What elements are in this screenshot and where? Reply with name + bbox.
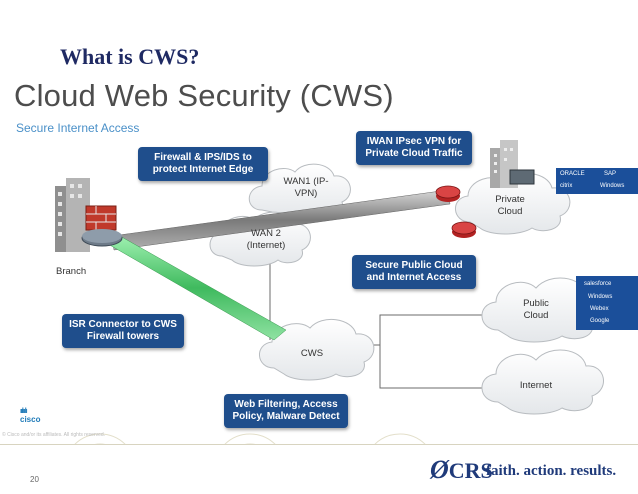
cisco-logo: ıılıılı cisco (20, 408, 40, 424)
partner-webex: Webex (590, 306, 609, 312)
cisco-logo-text: cisco (20, 415, 41, 424)
cws-cloud-shape (259, 318, 375, 381)
page-number: 20 (30, 475, 39, 484)
private-cloud-shape (455, 172, 571, 235)
partner-windows-public: Windows (588, 294, 613, 300)
internet-label: Internet (519, 380, 553, 391)
footer-band (0, 444, 638, 494)
router-icon (435, 185, 461, 202)
isr-connector-callout: ISR Connector to CWS Firewall towers (62, 314, 184, 348)
slide-title: What is CWS? (60, 44, 200, 69)
internet-cloud-shape (481, 349, 604, 415)
crs-logo: ØCRS (430, 455, 493, 485)
subtitle: Secure Internet Access (16, 121, 140, 135)
branch-building-icon (55, 178, 123, 252)
wan1-label: WAN1 (IP-VPN) (283, 176, 329, 199)
firewall-callout: Firewall & IPS/IDS to protect Internet E… (138, 147, 268, 181)
partner-oracle: ORACLE (560, 171, 585, 177)
private-cloud-label: Private Cloud (495, 194, 525, 217)
datacenter-building-icon (490, 140, 535, 188)
wan2-label: WAN 2 (Internet) (246, 228, 286, 251)
public-partner-panel (576, 276, 638, 330)
cisco-bars-icon: ıılıılı (20, 408, 28, 415)
crs-tagline: faith. action. results. (486, 463, 617, 479)
partner-windows: Windows (600, 183, 625, 189)
branch-label: Branch (56, 266, 87, 277)
cws-internet-line (379, 345, 490, 389)
crs-logo-text: CRS (448, 458, 493, 483)
main-title: Cloud Web Security (CWS) (14, 78, 394, 113)
partner-google: Google (590, 318, 610, 324)
cws-label: CWS (300, 348, 324, 359)
private-partner-panel (556, 168, 638, 194)
copyright: © Cisco and/or its affiliates. All right… (2, 432, 106, 438)
partner-sap: SAP (604, 171, 617, 177)
secure-public-callout: Secure Public Cloud and Internet Access (352, 255, 476, 289)
web-filtering-callout: Web Filtering, Access Policy, Malware De… (224, 394, 348, 428)
iwan-callout: IWAN IPsec VPN for Private Cloud Traffic (356, 131, 472, 165)
partner-citrix: citrix (560, 183, 573, 189)
public-cloud-label: Public Cloud (523, 298, 549, 321)
crs-swoosh-icon: Ø (430, 455, 449, 484)
router-icon (451, 221, 477, 238)
partner-salesforce: salesforce (584, 281, 612, 287)
